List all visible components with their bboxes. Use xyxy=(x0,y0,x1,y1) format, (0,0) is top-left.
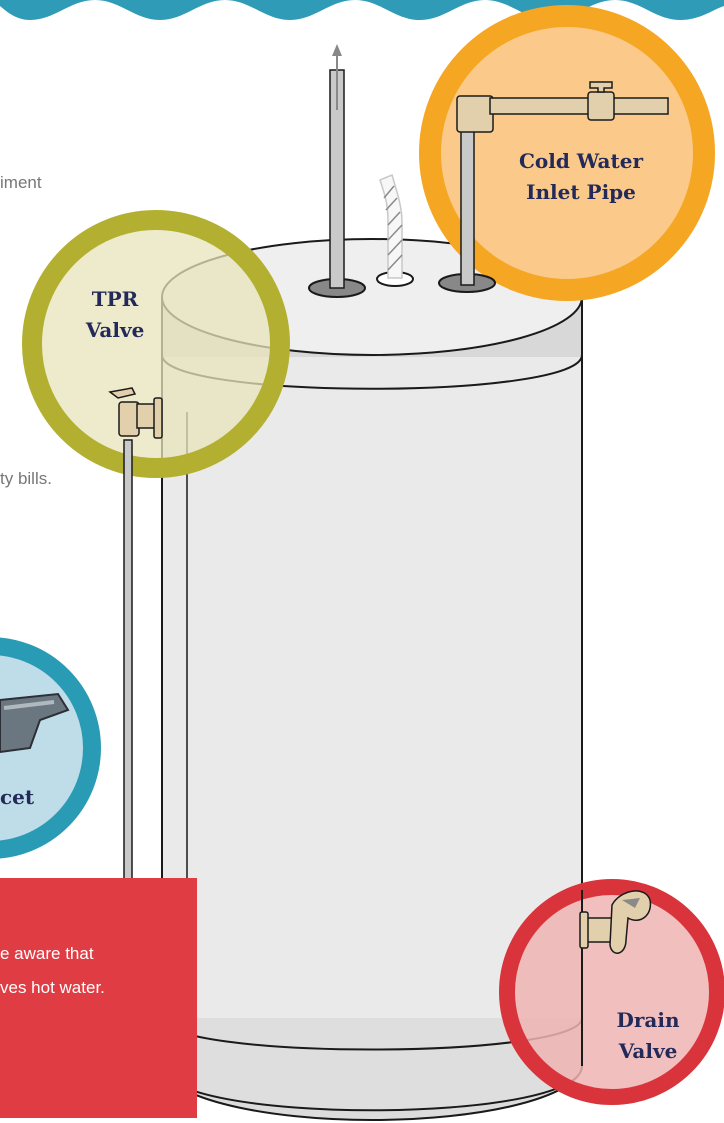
tpr-valve-circle xyxy=(22,210,290,478)
tpr-valve-label: TPR Valve xyxy=(85,287,145,342)
text-fragment-bills: ty bills. xyxy=(0,469,52,488)
hot-outlet-pipe xyxy=(308,44,366,298)
text-fragment-sediment: iment xyxy=(0,173,42,192)
warning-callout-line-2: ves hot water. xyxy=(0,978,105,997)
drain-valve-circle xyxy=(499,879,724,1105)
warning-callout-line-1: e aware that xyxy=(0,944,94,963)
drain-valve-label: Drain Valve xyxy=(616,1008,680,1063)
tpr-valve-icon xyxy=(108,387,163,881)
warning-callout: e aware that ves hot water. xyxy=(0,878,197,1118)
water-heater-tank xyxy=(161,238,583,1121)
cold-water-inlet-label: Cold Water Inlet Pipe xyxy=(519,149,643,204)
faucet-icon xyxy=(0,692,70,754)
faucet-handle-icon xyxy=(589,81,613,93)
cold-water-inlet-pipe xyxy=(438,81,669,293)
cold-water-circle xyxy=(419,5,715,301)
faucet-label: cet xyxy=(0,785,35,809)
dip-tube xyxy=(376,173,414,287)
arrow-up-icon xyxy=(332,44,342,56)
drain-valve-icon xyxy=(579,890,652,954)
